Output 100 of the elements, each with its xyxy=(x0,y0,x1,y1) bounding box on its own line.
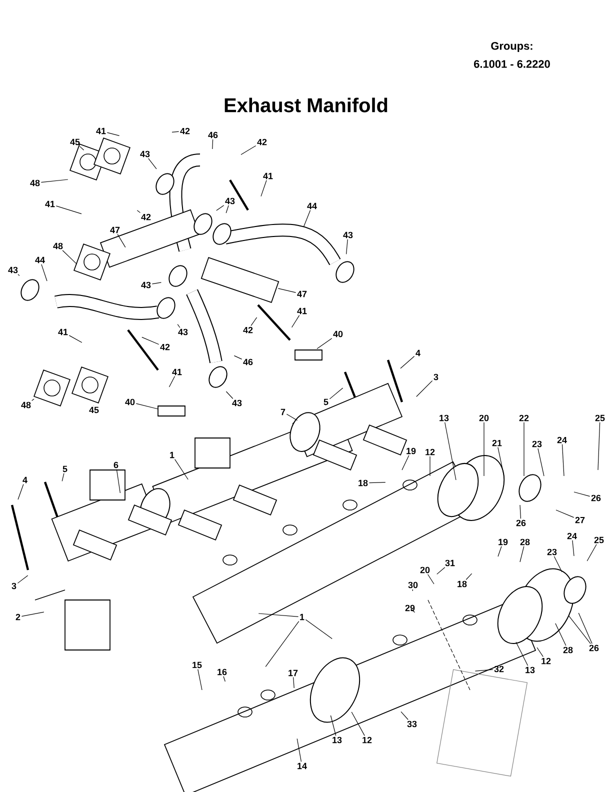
leader-line xyxy=(18,274,20,276)
leader-line xyxy=(240,145,256,155)
callout-number: 2 xyxy=(16,614,20,620)
callout-number: 20 xyxy=(420,566,430,574)
leader-line xyxy=(68,335,82,343)
leader-line xyxy=(79,146,84,150)
leader-line xyxy=(330,715,336,736)
leader-line xyxy=(444,422,456,480)
leader-line xyxy=(402,455,410,470)
callout-number: 28 xyxy=(520,538,530,546)
callout-number: 48 xyxy=(53,242,63,250)
leader-line xyxy=(32,398,34,401)
callout-number: 16 xyxy=(218,668,227,676)
callout-number: 45 xyxy=(89,406,99,414)
callout-number: 27 xyxy=(575,516,585,524)
callout-number: 41 xyxy=(297,308,307,314)
callout-number: 19 xyxy=(498,538,508,546)
leader-line xyxy=(572,540,574,556)
leader-line xyxy=(174,458,188,480)
leader-line xyxy=(574,492,590,497)
callout-number: 3 xyxy=(434,374,438,380)
callout-number: 3 xyxy=(12,582,16,590)
callout-number: 13 xyxy=(526,666,535,674)
leader-line xyxy=(516,642,528,666)
leader-line xyxy=(62,473,64,482)
leader-line xyxy=(293,676,294,688)
leader-line xyxy=(168,376,176,388)
callout-number: 42 xyxy=(243,326,253,334)
leader-line xyxy=(18,484,24,500)
callout-number: 42 xyxy=(257,138,267,146)
leader-line xyxy=(177,324,180,328)
leader-line xyxy=(142,336,160,345)
callout-number: 47 xyxy=(110,226,120,234)
heading-label: Groups: xyxy=(491,42,532,52)
callout-number: 43 xyxy=(141,282,151,288)
leader-line xyxy=(226,205,229,214)
leader-line xyxy=(555,623,566,646)
leader-line xyxy=(216,205,224,211)
leader-line xyxy=(428,574,434,584)
group-range-label: 6.1001 - 6.2220 xyxy=(474,60,550,68)
callout-number: 6 xyxy=(114,462,118,468)
leader-line xyxy=(106,132,120,136)
callout-number: 1 xyxy=(170,452,174,458)
leader-line xyxy=(346,239,348,254)
leader-line xyxy=(260,180,267,197)
leader-line xyxy=(250,317,258,326)
callout-number: 5 xyxy=(324,398,328,406)
leader-line xyxy=(305,619,332,639)
callout-number: 48 xyxy=(30,180,40,186)
callout-number: 12 xyxy=(362,736,372,744)
leader-line xyxy=(172,131,180,132)
callout-number: 31 xyxy=(445,560,455,566)
callout-number: 42 xyxy=(141,214,151,220)
callout-number: 26 xyxy=(591,494,601,502)
callout-number: 26 xyxy=(589,644,599,652)
callout-number: 19 xyxy=(406,448,416,454)
leader-line xyxy=(556,510,574,518)
callout-number: 1 xyxy=(300,614,304,620)
leader-line xyxy=(265,620,300,667)
callout-number: 43 xyxy=(8,266,18,274)
callout-number: 18 xyxy=(458,580,467,588)
callout-number: 25 xyxy=(595,414,605,422)
leader-line xyxy=(368,482,386,484)
callout-number: 13 xyxy=(440,414,449,422)
callout-number: 41 xyxy=(172,368,182,376)
callout-number: 43 xyxy=(232,400,242,406)
leader-line xyxy=(520,546,524,562)
callout-number: 20 xyxy=(479,414,489,422)
leader-line xyxy=(116,469,120,494)
callout-number: 41 xyxy=(263,172,273,180)
leader-line xyxy=(351,712,365,736)
callout-number: 21 xyxy=(492,440,502,446)
callout-number: 40 xyxy=(125,398,135,406)
callout-number: 23 xyxy=(547,548,557,556)
leader-line xyxy=(303,210,311,228)
callout-number: 22 xyxy=(519,414,529,422)
callout-number: 45 xyxy=(70,138,80,146)
leader-line xyxy=(278,288,296,293)
callout-number: 29 xyxy=(405,604,415,612)
callout-number: 46 xyxy=(208,132,218,138)
leader-line xyxy=(292,314,300,328)
callout-number: 25 xyxy=(594,536,604,544)
callout-number: 43 xyxy=(225,198,235,204)
callout-number: 18 xyxy=(358,480,368,486)
leader-line xyxy=(520,504,522,519)
leader-line xyxy=(554,556,562,572)
callout-number: 4 xyxy=(22,476,28,484)
leader-line xyxy=(296,738,302,762)
leader-line xyxy=(223,676,226,682)
leader-line xyxy=(400,711,408,720)
leader-line xyxy=(400,356,415,369)
callout-number: 28 xyxy=(563,646,573,654)
leader-line xyxy=(40,179,68,183)
leader-line xyxy=(466,573,472,580)
callout-number: 44 xyxy=(35,256,45,264)
callout-number: 12 xyxy=(542,658,551,664)
leader-line xyxy=(316,338,332,349)
leader-line xyxy=(152,282,162,284)
callout-number: 44 xyxy=(307,202,317,210)
callout-number: 12 xyxy=(426,448,435,456)
